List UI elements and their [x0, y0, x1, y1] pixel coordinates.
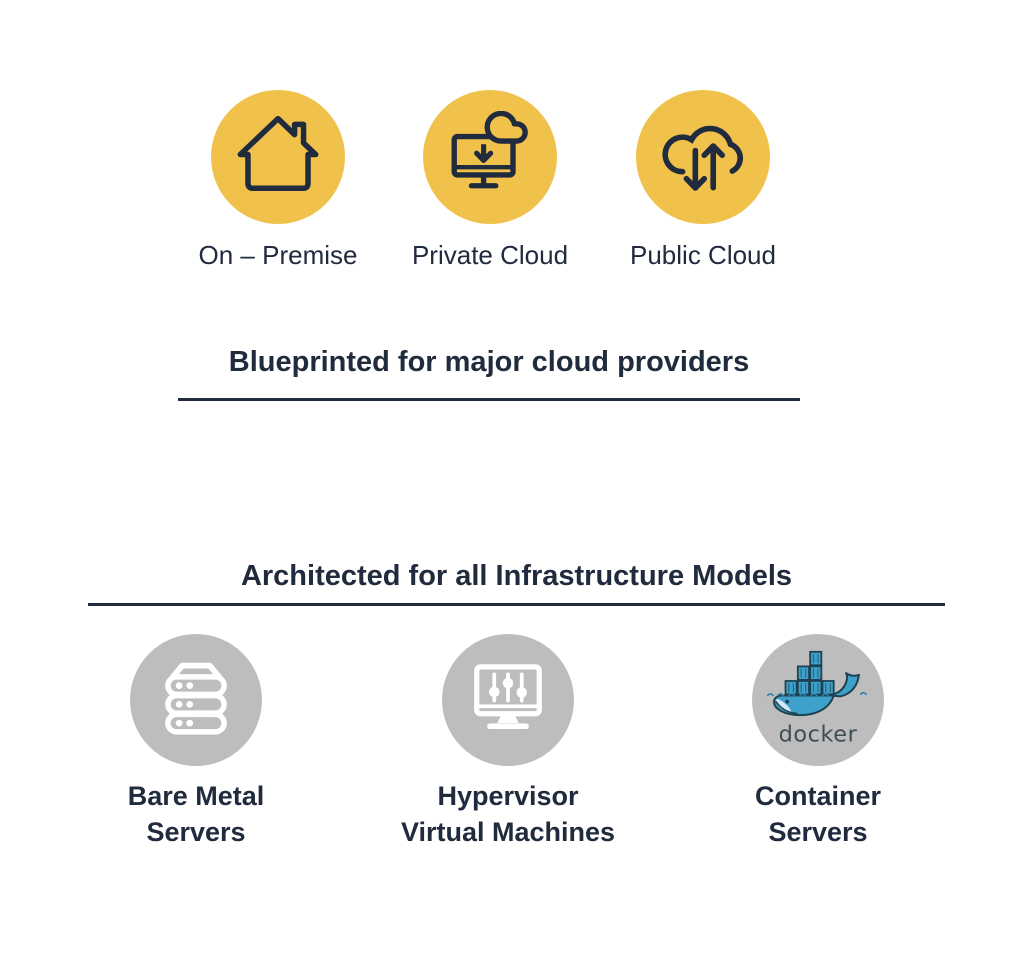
deployment-option-label: Private Cloud — [411, 240, 569, 270]
infra-model-label-line1: Hypervisor — [437, 781, 579, 811]
infra-model-label-line1: Container — [754, 781, 881, 811]
gray-circle — [442, 634, 574, 766]
infra-model-label: Hypervisor Virtual Machines — [368, 778, 648, 850]
yellow-circle — [636, 90, 770, 224]
gray-circle — [130, 634, 262, 766]
deployment-option-label: Public Cloud — [630, 240, 776, 270]
cloud-providers-heading: Blueprinted for major cloud providers — [228, 346, 750, 378]
deployment-option-private-cloud: Private Cloud — [380, 90, 600, 271]
cloud-heading-underline — [178, 398, 800, 401]
infra-model-label-line1: Bare Metal — [127, 781, 265, 811]
infra-model-bare-metal: Bare Metal Servers — [56, 634, 336, 850]
infrastructure-heading-underline — [88, 603, 945, 606]
infra-model-hypervisor: Hypervisor Virtual Machines — [368, 634, 648, 850]
deployment-option-label: On – Premise — [198, 240, 358, 270]
infrastructure-models-heading: Architected for all Infrastructure Model… — [240, 560, 793, 592]
infra-model-label: Bare Metal Servers — [56, 778, 336, 850]
gray-circle: docker — [752, 634, 884, 766]
infra-model-container: docker Container Servers — [678, 634, 958, 850]
monitor-cloud-download-icon — [444, 111, 536, 203]
deployment-option-public-cloud: Public Cloud — [593, 90, 813, 271]
yellow-circle — [423, 90, 557, 224]
yellow-circle — [211, 90, 345, 224]
infra-model-label-line2: Virtual Machines — [400, 817, 616, 847]
hypervisor-sliders-icon — [463, 655, 553, 745]
deployment-option-on-premise: On – Premise — [168, 90, 388, 271]
infra-model-label-line2: Servers — [768, 817, 868, 847]
infra-model-label: Container Servers — [678, 778, 958, 850]
cloud-transfer-icon — [657, 111, 749, 203]
infra-model-label-line2: Servers — [146, 817, 246, 847]
server-stack-icon — [151, 655, 241, 745]
docker-wordmark: docker — [779, 721, 858, 747]
house-icon — [232, 111, 324, 203]
docker-logo: docker — [762, 644, 874, 756]
